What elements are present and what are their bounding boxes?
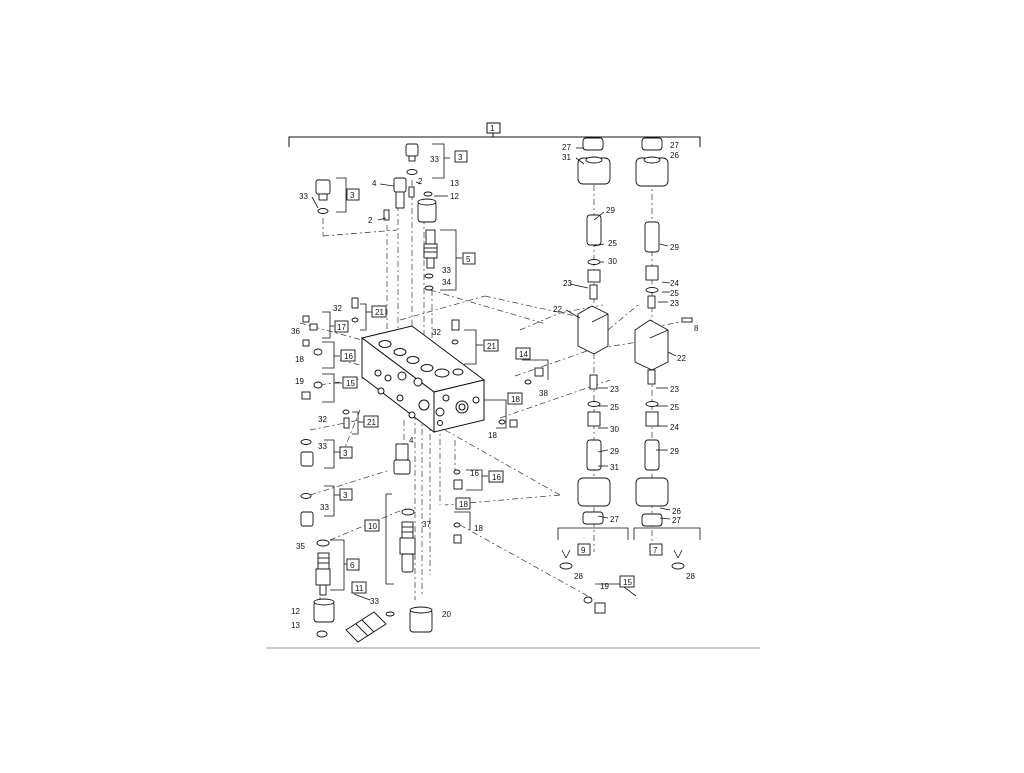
- callout: 29: [670, 447, 679, 456]
- manifold-block: [360, 325, 486, 434]
- ref-3-left: 3: [350, 191, 355, 200]
- callout: 37: [422, 520, 431, 529]
- ref-16-left: 16: [344, 352, 353, 361]
- callout: 28: [686, 572, 695, 581]
- callout: 27: [670, 141, 679, 150]
- callout: 29: [610, 447, 619, 456]
- callout: 16: [470, 469, 479, 478]
- callout: 29: [670, 243, 679, 252]
- ref-18-right: 18: [511, 395, 520, 404]
- ref-6: 6: [350, 561, 355, 570]
- callouts: 27 31 29 25 30 23 22 23 25 30 29 31 27 2…: [291, 141, 699, 630]
- callout: 25: [608, 239, 617, 248]
- top-parts: [315, 143, 438, 291]
- callout: 31: [610, 463, 619, 472]
- ref-15-left: 15: [346, 379, 355, 388]
- callout: 28: [574, 572, 583, 581]
- ref-21-top: 21: [375, 308, 384, 317]
- callout: 36: [291, 327, 300, 336]
- callout: 13: [291, 621, 300, 630]
- left-parts: [300, 297, 685, 643]
- callout: 24: [670, 279, 679, 288]
- ref-9: 9: [581, 546, 586, 555]
- ref-box-1: [486, 122, 501, 134]
- callout: 18: [295, 355, 304, 364]
- callout: 25: [670, 289, 679, 298]
- callout: 30: [608, 257, 617, 266]
- ref-3-low2: 3: [343, 491, 348, 500]
- callout: 32: [432, 328, 441, 337]
- callout: 29: [606, 206, 615, 215]
- ref-11: 11: [355, 584, 364, 593]
- ref-17: 17: [337, 323, 346, 332]
- ref-boxes: [334, 150, 663, 594]
- callout: 32: [318, 415, 327, 424]
- ref-16-right: 16: [492, 473, 501, 482]
- ref-21-right: 21: [487, 342, 496, 351]
- callout: 20: [442, 610, 451, 619]
- callout: 35: [296, 542, 305, 551]
- callout: 4: [409, 436, 414, 445]
- callout: 2: [418, 177, 423, 186]
- callout: 33: [299, 192, 308, 201]
- callout: 2: [368, 216, 373, 225]
- callout: 33: [442, 266, 451, 275]
- ref-7: 7: [653, 546, 658, 555]
- callout: 26: [670, 151, 679, 160]
- callout: 18: [474, 524, 483, 533]
- callout: 26: [672, 507, 681, 516]
- callout: 34: [442, 278, 451, 287]
- callout: 33: [320, 503, 329, 512]
- ref-3-top: 3: [458, 153, 463, 162]
- callout: 22: [677, 354, 686, 363]
- callout: 19: [295, 377, 304, 386]
- callout: 13: [450, 179, 459, 188]
- dash-lines: [299, 180, 681, 601]
- callout: 22: [553, 305, 562, 314]
- group-brackets: [311, 143, 701, 601]
- callout: 25: [670, 403, 679, 412]
- callout: 33: [370, 597, 379, 606]
- ref-18-low: 18: [459, 500, 468, 509]
- ref-21-low: 21: [367, 418, 376, 427]
- callout: 33: [430, 155, 439, 164]
- ref-3-low1: 3: [343, 449, 348, 458]
- ref-15-low: 15: [623, 578, 632, 587]
- callout: 4: [372, 179, 377, 188]
- callout: 30: [610, 425, 619, 434]
- callout: 23: [670, 299, 679, 308]
- callout: 12: [291, 607, 300, 616]
- callout: 23: [610, 385, 619, 394]
- callout: 31: [562, 153, 571, 162]
- solenoid-stack-right: [634, 137, 693, 527]
- callout: 27: [610, 515, 619, 524]
- callout: 23: [563, 279, 572, 288]
- callout: 12: [450, 192, 459, 201]
- callout: 25: [610, 403, 619, 412]
- callout: 24: [670, 423, 679, 432]
- callout: 18: [488, 431, 497, 440]
- ref-14: 14: [519, 350, 528, 359]
- callout: 27: [672, 516, 681, 525]
- ref-10: 10: [368, 522, 377, 531]
- solenoid-stack-left: [577, 137, 611, 525]
- callout: 33: [318, 442, 327, 451]
- callout: 8: [694, 324, 699, 333]
- callout: 23: [670, 385, 679, 394]
- ref-label-1: 1: [490, 124, 495, 133]
- callout: 19: [600, 582, 609, 591]
- callout: 38: [539, 389, 548, 398]
- callout: 27: [562, 143, 571, 152]
- callout: 32: [333, 304, 342, 313]
- ref-5: 5: [466, 255, 471, 264]
